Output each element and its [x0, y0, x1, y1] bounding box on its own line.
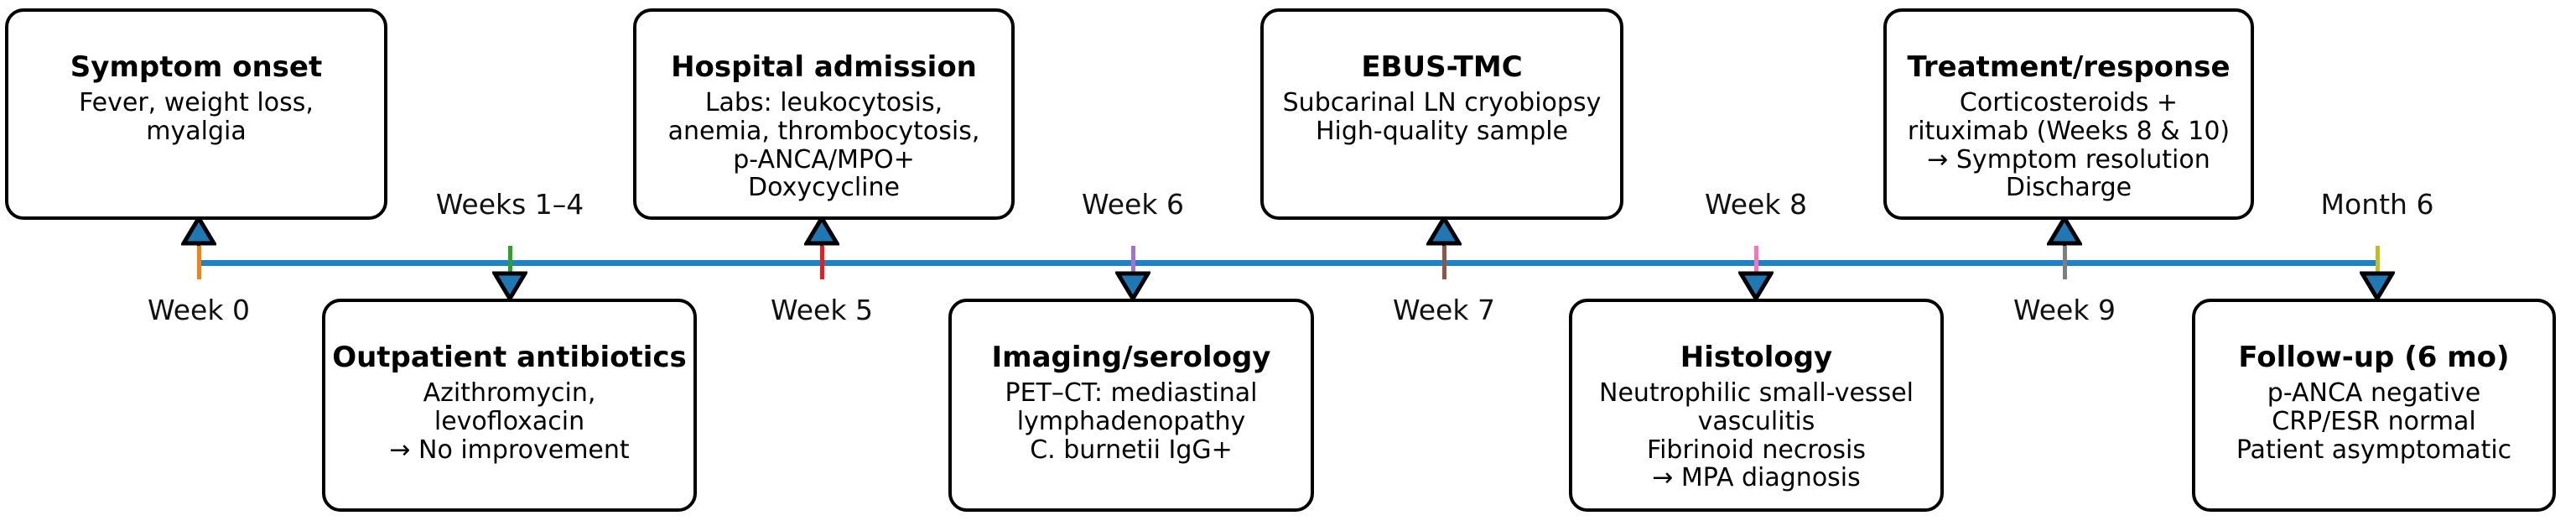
time-label-week-8: Week 8: [1705, 188, 1807, 221]
event-details: Azithromycin, levofloxacin → No improvem…: [389, 378, 630, 465]
event-box-hospital-admission: Hospital admission Labs: leukocytosis, a…: [633, 8, 1015, 220]
event-details: Subcarinal LN cryobiopsy High-quality sa…: [1282, 87, 1602, 146]
event-box-outpatient-antibiotics: Outpatient antibiotics Azithromycin, lev…: [322, 299, 697, 512]
time-label-week-9: Week 9: [2013, 294, 2116, 326]
tick-month-6: [2376, 246, 2380, 279]
event-box-histology: Histology Neutrophilic small-vessel vasc…: [1569, 299, 1944, 512]
timeline-axis: [199, 260, 2379, 266]
time-label-week-7: Week 7: [1393, 294, 1495, 326]
event-title: Follow-up (6 mo): [2238, 341, 2510, 374]
arrow-up-icon: [2047, 216, 2082, 246]
arrow-down-icon: [1738, 271, 1774, 301]
tick-week-6: [1131, 246, 1135, 279]
event-details: Corticosteroids + rituximab (Weeks 8 & 1…: [1907, 87, 2231, 203]
event-details: Neutrophilic small-vessel vasculitis Fib…: [1599, 378, 1914, 493]
event-details: Labs: leukocytosis, anemia, thrombocytos…: [667, 87, 980, 203]
event-box-treatment-response: Treatment/response Corticosteroids + rit…: [1883, 8, 2254, 220]
arrow-up-icon: [804, 216, 839, 246]
event-box-ebus-tmc: EBUS-TMC Subcarinal LN cryobiopsy High-q…: [1260, 8, 1623, 220]
event-box-follow-up: Follow-up (6 mo) p-ANCA negative CRP/ESR…: [2192, 299, 2556, 512]
tick-week-9: [2063, 246, 2067, 279]
arrow-down-icon: [2360, 271, 2395, 301]
event-title: Symptom onset: [70, 50, 323, 84]
event-title: Hospital admission: [671, 50, 977, 84]
event-details: Fever, weight loss, myalgia: [79, 87, 314, 146]
event-title: EBUS-TMC: [1361, 50, 1523, 84]
tick-weeks-1-4: [508, 246, 512, 279]
time-label-week-6: Week 6: [1082, 188, 1184, 221]
event-box-symptom-onset: Symptom onset Fever, weight loss, myalgi…: [5, 8, 387, 220]
tick-week-8: [1754, 246, 1758, 279]
time-label-month-6: Month 6: [2320, 188, 2434, 221]
arrow-down-icon: [492, 271, 527, 301]
tick-week-7: [1442, 246, 1446, 279]
tick-week-0: [197, 246, 201, 279]
arrow-up-icon: [1426, 216, 1462, 246]
time-label-week-5: Week 5: [771, 294, 873, 326]
arrow-up-icon: [181, 216, 216, 246]
arrow-down-icon: [1115, 271, 1150, 301]
time-label-weeks-1-4: Weeks 1–4: [435, 188, 584, 221]
event-title: Histology: [1680, 341, 1833, 374]
event-details: PET–CT: mediastinal lymphadenopathy C. b…: [1005, 378, 1258, 465]
event-details: p-ANCA negative CRP/ESR normal Patient a…: [2236, 378, 2512, 465]
tick-week-5: [820, 246, 824, 279]
time-label-week-0: Week 0: [148, 294, 250, 326]
event-box-imaging-serology: Imaging/serology PET–CT: mediastinal lym…: [948, 299, 1314, 512]
event-title: Treatment/response: [1907, 50, 2231, 84]
event-title: Imaging/serology: [991, 341, 1271, 374]
event-title: Outpatient antibiotics: [332, 341, 687, 374]
